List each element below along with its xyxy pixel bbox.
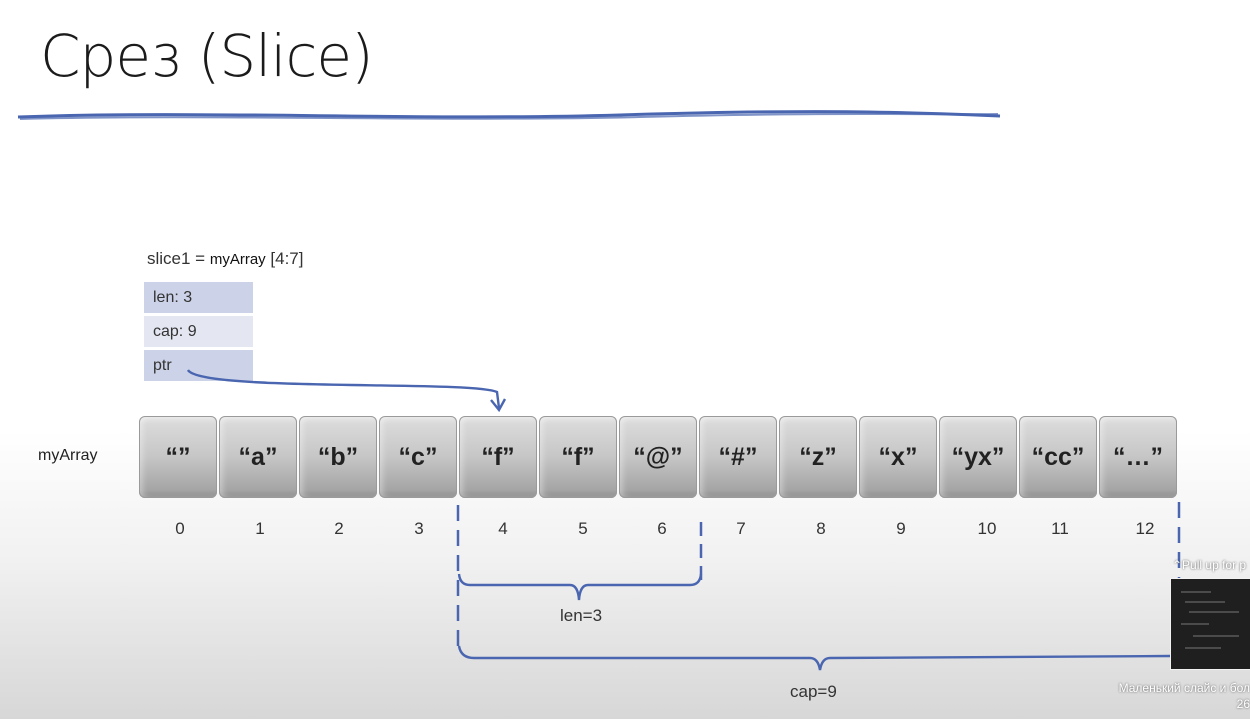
array-index: 11	[1051, 519, 1069, 538]
array-cell: “f”	[459, 416, 537, 498]
slice-cap-field: cap: 9	[144, 316, 253, 347]
len-brace	[457, 573, 703, 601]
array-index: 4	[498, 519, 508, 538]
array-index: 8	[816, 519, 826, 538]
next-video-thumbnail[interactable]	[1170, 578, 1250, 670]
array-cell: “z”	[779, 416, 857, 498]
array-cell: “yx”	[939, 416, 1017, 498]
array-index: 3	[414, 519, 424, 538]
array-cell: “…”	[1099, 416, 1177, 498]
array-index: 10	[977, 519, 997, 538]
array-index: 6	[657, 519, 667, 538]
array-cell: “@”	[619, 416, 697, 498]
array-cell: “a”	[219, 416, 297, 498]
array-cell: “c”	[379, 416, 457, 498]
array-cell: “b”	[299, 416, 377, 498]
array-index: 5	[578, 519, 588, 538]
slide-title: Срез (Slice)	[40, 22, 374, 90]
array-index: 2	[334, 519, 344, 538]
array-index: 9	[896, 519, 906, 538]
array-cell: “”	[139, 416, 217, 498]
len-annotation: len=3	[560, 606, 603, 625]
next-video-caption[interactable]: Маленький слайс и бол 26	[1118, 681, 1250, 711]
ptr-arrow	[186, 369, 501, 409]
array-cell: “f”	[539, 416, 617, 498]
array-cell: “x”	[859, 416, 937, 498]
array-index: 1	[255, 519, 265, 538]
array-index: 12	[1135, 519, 1155, 538]
array-cell: “#”	[699, 416, 777, 498]
array-cells: “” “a” “b” “c” “f” “f” “@” “#” “z” “x” “…	[139, 416, 1180, 498]
cap-annotation: cap=9	[790, 682, 837, 701]
array-index: 0	[175, 519, 185, 538]
cap-brace	[457, 645, 1171, 671]
slice-expression: slice1 = myArray [4:7]	[147, 249, 304, 268]
array-label: myArray	[38, 447, 98, 464]
array-index: 7	[736, 519, 746, 538]
pull-up-hint[interactable]: ⌃Pull up for p	[1172, 558, 1247, 572]
slice-len-field: len: 3	[144, 282, 253, 313]
array-cell: “cc”	[1019, 416, 1097, 498]
